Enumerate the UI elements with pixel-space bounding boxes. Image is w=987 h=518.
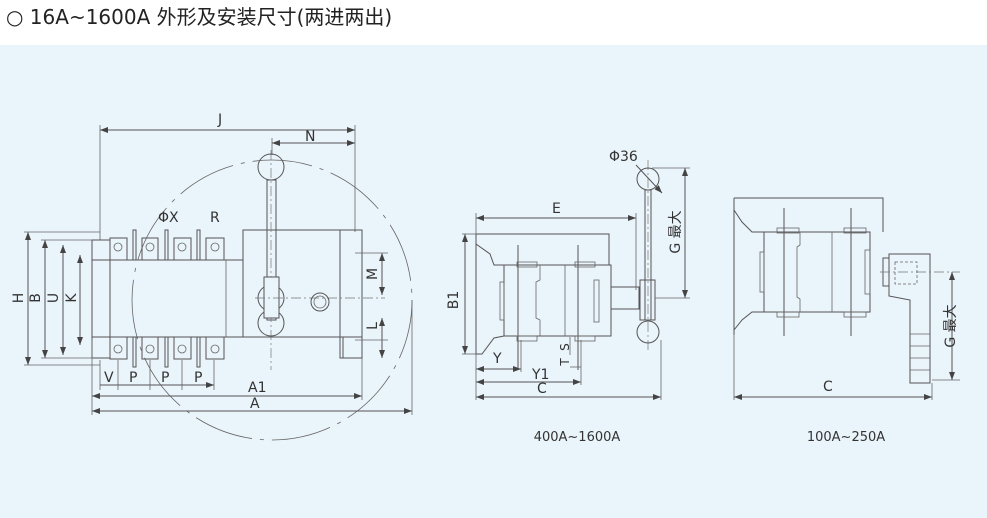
label-g-small: G 最大: [943, 304, 959, 347]
label-p1: P: [129, 370, 137, 386]
label-y1: Y1: [531, 367, 549, 383]
label-g: G 最大: [668, 210, 684, 253]
label-j: J: [217, 112, 222, 128]
side-view-small: G 最大 C 100A~250A: [733, 197, 960, 445]
terminals: [109, 229, 225, 368]
label-b1: B1: [446, 291, 462, 310]
label-c: C: [537, 381, 547, 397]
label-phix: ΦX: [158, 210, 179, 226]
label-phi36: Φ36: [609, 149, 638, 165]
caption-100-250: 100A~250A: [807, 430, 885, 445]
label-h: H: [11, 293, 27, 304]
handle: [255, 150, 385, 370]
left-frame: [91, 239, 111, 359]
lock-knob: [310, 292, 330, 312]
label-e: E: [552, 201, 561, 217]
label-b: B: [28, 293, 44, 303]
label-m: M: [365, 268, 381, 280]
label-k: K: [64, 293, 80, 303]
side-view-large: Φ36 E B1 G 最大 Y Y1 S T C 400A~1600A: [446, 149, 690, 445]
front-view: J N ΦX R H B U K M L V P P P A1 A: [11, 112, 413, 441]
label-s: S: [558, 343, 572, 351]
label-n: N: [305, 129, 315, 145]
label-p2: P: [161, 370, 169, 386]
operating-box: [242, 229, 363, 338]
label-t: T: [558, 358, 572, 367]
label-u: U: [46, 293, 62, 303]
label-v: V: [104, 370, 114, 386]
shaft: [610, 286, 640, 310]
title-band: ○ 16A~1600A 外形及安装尺寸(两进两出): [0, 0, 987, 45]
lever: [888, 253, 931, 384]
label-r: R: [210, 210, 220, 226]
caption-400-1600: 400A~1600A: [534, 430, 621, 445]
label-a: A: [250, 396, 260, 412]
label-l: L: [365, 322, 381, 330]
label-c-small: C: [823, 379, 833, 395]
label-a1: A1: [248, 380, 266, 396]
label-p3: P: [194, 370, 202, 386]
label-y: Y: [492, 351, 502, 367]
main-body: [91, 259, 244, 338]
page-title: ○ 16A~1600A 外形及安装尺寸(两进两出): [6, 5, 393, 29]
